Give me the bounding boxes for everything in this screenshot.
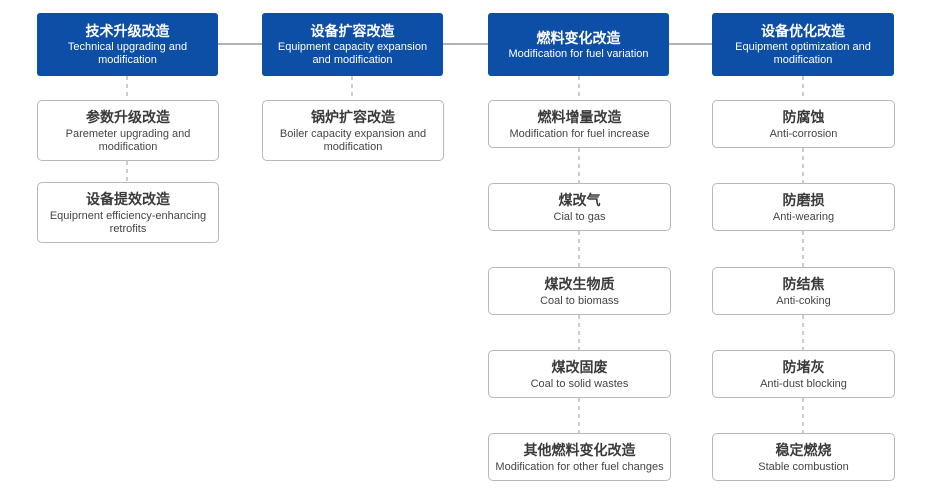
header-title-zh: 燃料变化改造 bbox=[536, 29, 621, 46]
item-title-en: Stable combustion bbox=[758, 460, 849, 473]
item-parameter-upgrading: 参数升级改造 Paremeter upgrading and modificat… bbox=[37, 100, 219, 161]
item-title-en: Modification for fuel increase bbox=[509, 127, 650, 140]
header-title-en: Technical upgrading and modification bbox=[67, 41, 188, 66]
item-title-en: Cial to gas bbox=[553, 210, 606, 223]
item-title-en: Anti-corrosion bbox=[769, 127, 838, 140]
item-title-en: Modification for other fuel changes bbox=[495, 460, 664, 473]
header-equipment-optimization: 设备优化改造 Equipment optimization and modifi… bbox=[712, 13, 894, 76]
item-title-en: Boiler capacity expansion and modificati… bbox=[279, 127, 427, 153]
header-title-en: Equipment capacity expansion and modific… bbox=[277, 41, 428, 66]
item-coal-to-gas: 煤改气 Cial to gas bbox=[488, 183, 671, 231]
item-title-zh: 燃料增量改造 bbox=[537, 108, 622, 125]
item-coal-to-biomass: 煤改生物质 Coal to biomass bbox=[488, 267, 671, 315]
header-technical-upgrading: 技术升级改造 Technical upgrading and modificat… bbox=[37, 13, 218, 76]
item-title-zh: 防堵灰 bbox=[782, 358, 825, 375]
item-stable-combustion: 稳定燃烧 Stable combustion bbox=[712, 433, 895, 481]
item-title-zh: 煤改生物质 bbox=[544, 275, 615, 292]
item-title-en: Anti-wearing bbox=[772, 210, 835, 223]
header-title-zh: 设备扩容改造 bbox=[310, 23, 395, 39]
item-title-zh: 防腐蚀 bbox=[782, 108, 825, 125]
item-anti-coking: 防结焦 Anti-coking bbox=[712, 267, 895, 315]
header-title-en: Equipment optimization and modification bbox=[735, 41, 871, 66]
item-title-zh: 煤改气 bbox=[558, 191, 601, 208]
item-title-zh: 设备提效改造 bbox=[86, 190, 170, 207]
header-fuel-variation: 燃料变化改造 Modification for fuel variation bbox=[488, 13, 669, 76]
header-title-en: Modification for fuel variation bbox=[508, 47, 649, 60]
item-title-en: Coal to solid wastes bbox=[530, 377, 629, 390]
item-title-en: Paremeter upgrading and modification bbox=[65, 127, 191, 153]
item-title-en: Anti-dust blocking bbox=[760, 377, 847, 390]
item-title-zh: 其他燃料变化改造 bbox=[523, 441, 636, 458]
item-title-en: Equiprnent efficiency-enhancing retrofit… bbox=[49, 209, 207, 235]
item-anti-wearing: 防磨损 Anti-wearing bbox=[712, 183, 895, 231]
item-title-zh: 稳定燃烧 bbox=[775, 441, 832, 458]
header-capacity-expansion: 设备扩容改造 Equipment capacity expansion and … bbox=[262, 13, 443, 76]
item-title-en: Anti-coking bbox=[776, 294, 831, 307]
item-anti-dust-blocking: 防堵灰 Anti-dust blocking bbox=[712, 350, 895, 398]
item-boiler-expansion: 锅炉扩容改造 Boiler capacity expansion and mod… bbox=[262, 100, 444, 161]
item-title-zh: 参数升级改造 bbox=[86, 108, 170, 125]
item-coal-to-solid-wastes: 煤改固废 Coal to solid wastes bbox=[488, 350, 671, 398]
header-title-zh: 设备优化改造 bbox=[761, 23, 845, 39]
item-fuel-increase: 燃料增量改造 Modification for fuel increase bbox=[488, 100, 671, 148]
item-title-zh: 防磨损 bbox=[782, 191, 825, 208]
item-title-zh: 防结焦 bbox=[782, 275, 825, 292]
header-title-zh: 技术升级改造 bbox=[85, 23, 170, 39]
item-equipment-efficiency: 设备提效改造 Equiprnent efficiency-enhancing r… bbox=[37, 182, 219, 243]
item-title-en: Coal to biomass bbox=[540, 294, 619, 307]
item-title-zh: 锅炉扩容改造 bbox=[311, 108, 395, 125]
item-anti-corrosion: 防腐蚀 Anti-corrosion bbox=[712, 100, 895, 148]
item-title-zh: 煤改固废 bbox=[551, 358, 608, 375]
item-other-fuel-changes: 其他燃料变化改造 Modification for other fuel cha… bbox=[488, 433, 671, 481]
